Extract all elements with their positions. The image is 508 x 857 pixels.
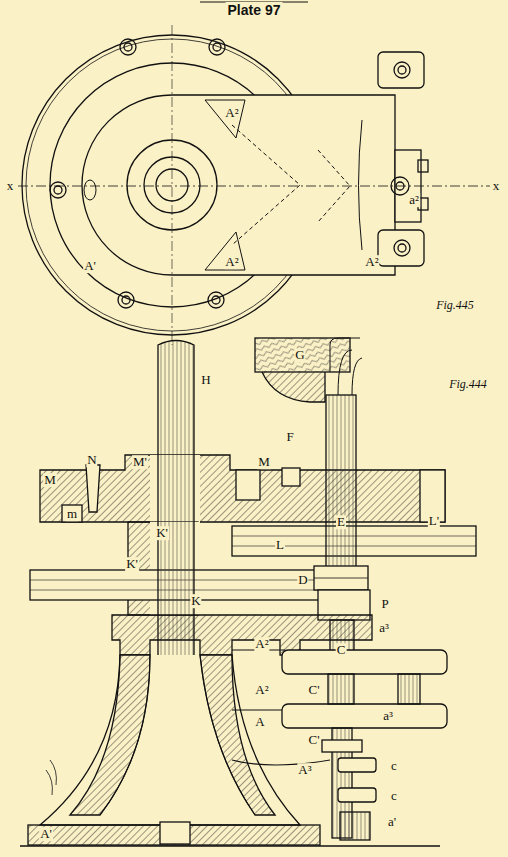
part-letter: M' (132, 455, 148, 469)
part-letter: m (66, 507, 78, 521)
part-letter: A² (364, 255, 379, 269)
part-letter: A (254, 715, 265, 729)
part-letter: A' (83, 259, 97, 273)
part-letter: F (285, 430, 294, 444)
part-letter: P (380, 597, 389, 611)
part-letter: L' (428, 514, 440, 528)
part-letter: N (86, 453, 97, 467)
part-letter: C (336, 643, 347, 657)
part-letter: a³ (378, 621, 390, 635)
part-letter: a³ (382, 709, 394, 723)
figure-caption: Fig.444 (448, 378, 488, 391)
part-letter: a² (408, 193, 420, 207)
part-letter: M (257, 455, 271, 469)
part-letter: a' (387, 815, 397, 829)
part-letter: x (6, 179, 15, 193)
part-letter: D (297, 573, 308, 587)
part-letter: M (43, 473, 57, 487)
part-letter: x (492, 179, 501, 193)
part-letter: G (294, 348, 305, 362)
part-letter: C' (307, 683, 320, 697)
part-letter: A² (224, 255, 239, 269)
part-letter: c (390, 759, 398, 773)
part-letter: H (200, 373, 211, 387)
part-letter: L (275, 538, 285, 552)
part-letter: A' (39, 827, 53, 841)
part-letter: K (190, 594, 201, 608)
part-letter: A³ (297, 763, 312, 777)
part-letter: E (336, 515, 346, 529)
part-letter: A² (254, 683, 269, 697)
part-letter: K' (125, 557, 139, 571)
part-letter: c (390, 789, 398, 803)
figure-caption: Fig.445 (435, 299, 475, 312)
part-letter: C' (307, 733, 320, 747)
part-letter: A² (224, 106, 239, 120)
part-letter: A² (254, 637, 269, 651)
plate-title: Plate 97 (226, 2, 283, 18)
part-letter: K' (155, 526, 169, 540)
